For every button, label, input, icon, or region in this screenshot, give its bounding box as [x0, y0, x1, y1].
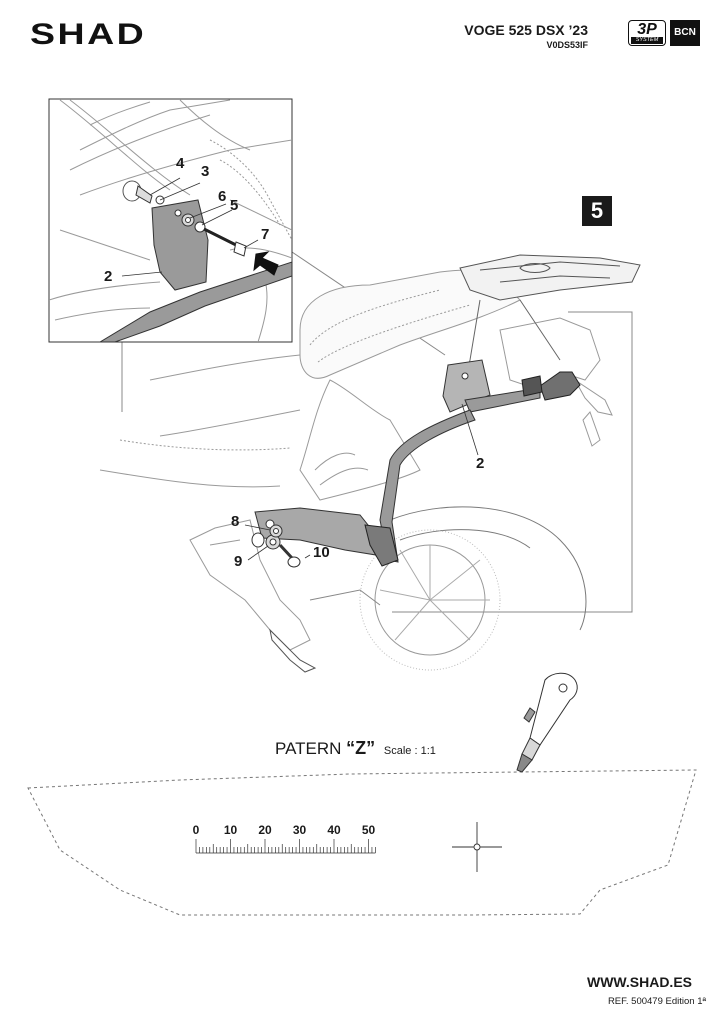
step-number: 5 — [582, 196, 612, 226]
crosshair-mark — [452, 822, 502, 872]
3p-badge-text: 3P — [637, 21, 657, 38]
ruler-label: 30 — [293, 823, 307, 837]
callout-2-detail: 2 — [104, 268, 113, 285]
reference-edition: REF. 500479 Edition 1ª — [607, 996, 706, 1007]
bcn-badge: BCN — [670, 20, 700, 46]
pattern-title: PATERN “Z” Scale : 1:1 — [275, 738, 436, 759]
callout-2-main: 2 — [476, 455, 485, 472]
3p-badge-subtext: SYSTEM — [631, 37, 663, 44]
model-code: V0DS53IF — [546, 40, 588, 50]
callout-6: 6 — [218, 188, 227, 205]
pattern-label: PATERN — [275, 739, 342, 758]
callout-5: 5 — [230, 197, 239, 214]
pattern-letter: “Z” — [346, 738, 376, 758]
ruler-label: 10 — [224, 823, 238, 837]
hardware-8-9-10 — [251, 524, 301, 568]
detail-view — [49, 99, 292, 342]
website-url: WWW.SHAD.ES — [587, 974, 692, 990]
3p-system-badge: 3P SYSTEM — [628, 20, 666, 46]
main-frame-line — [392, 311, 633, 613]
callout-10: 10 — [313, 544, 330, 561]
cutter-knife-icon — [516, 672, 578, 773]
mm-ruler: 0 10 20 30 40 50 — [193, 823, 376, 854]
pattern-scale: Scale : 1:1 — [383, 745, 436, 757]
main-callout-leaders — [244, 403, 479, 561]
callout-8: 8 — [231, 513, 240, 530]
pattern-z-outline — [27, 769, 697, 916]
ruler-label: 40 — [327, 823, 341, 837]
motorcycle-outline — [99, 254, 641, 673]
model-title: VOGE 525 DSX ’23 — [464, 22, 588, 38]
callout-7: 7 — [261, 226, 270, 243]
ruler-label: 0 — [193, 823, 200, 837]
shad-logo: SHAD — [30, 18, 147, 51]
callout-4: 4 — [176, 155, 185, 172]
callout-9: 9 — [234, 553, 243, 570]
callout-3: 3 — [201, 163, 210, 180]
main-bracket-part-2 — [254, 359, 581, 567]
ruler-label: 50 — [362, 823, 376, 837]
ruler-label: 20 — [258, 823, 272, 837]
